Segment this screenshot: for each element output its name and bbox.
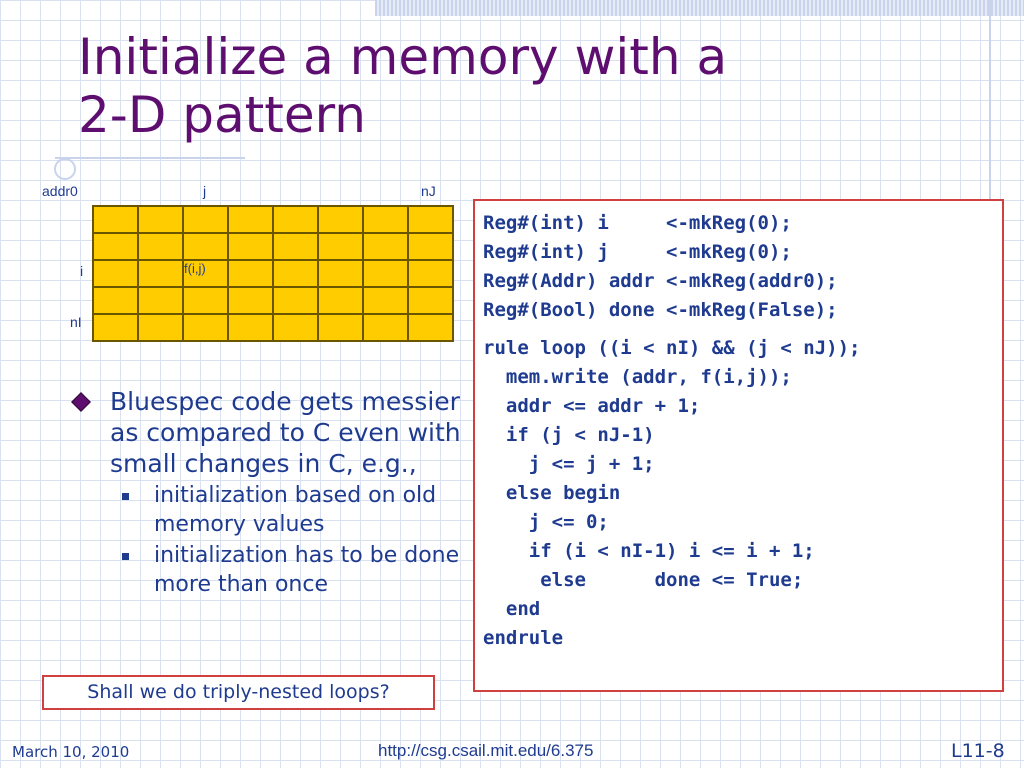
sub-bullet: initialization based on old memory value…: [70, 481, 470, 539]
bullet-main: Bluespec code gets messier as compared t…: [70, 386, 470, 479]
code-spacer: [483, 325, 1002, 334]
footer-date: March 10, 2010: [12, 743, 130, 761]
label-nJ: nJ: [421, 183, 436, 199]
diamond-bullet-icon: [71, 392, 91, 412]
code-line: Reg#(Bool) done <-mkReg(False);: [483, 299, 838, 321]
grid-cell: [227, 286, 274, 315]
memory-grid: f(i,j): [92, 205, 454, 342]
code-line: j <= j + 1;: [483, 453, 655, 475]
code-line: if (j < nJ-1): [483, 424, 655, 446]
grid-cell: [182, 205, 229, 234]
code-line: else done <= True;: [483, 569, 804, 591]
grid-row: f(i,j): [92, 259, 454, 288]
grid-cell: [407, 313, 454, 342]
grid-cell: [137, 205, 184, 234]
bullet-list: Bluespec code gets messier as compared t…: [70, 386, 470, 599]
code-line: Reg#(Addr) addr <-mkReg(addr0);: [483, 270, 838, 292]
code-line: addr <= addr + 1;: [483, 395, 701, 417]
sub-bullet-text: initialization has to be done more than …: [154, 543, 460, 597]
code-line: mem.write (addr, f(i,j));: [483, 366, 792, 388]
grid-cell: [182, 286, 229, 315]
grid-cell: [92, 313, 139, 342]
code-line: else begin: [483, 482, 621, 504]
code-block: Reg#(int) i <-mkReg(0); Reg#(int) j <-mkR…: [483, 209, 1002, 653]
grid-cell: [407, 232, 454, 261]
code-line: Reg#(int) j <-mkReg(0);: [483, 241, 792, 263]
grid-cell: [317, 286, 364, 315]
grid-row: [92, 286, 454, 315]
label-nI: nI: [70, 314, 82, 330]
grid-cell: [362, 259, 409, 288]
sub-bullet-text: initialization based on old memory value…: [154, 483, 437, 537]
grid-cell: [137, 313, 184, 342]
grid-cell: [362, 286, 409, 315]
grid-cell: [317, 232, 364, 261]
grid-cell: [182, 313, 229, 342]
code-line: Reg#(int) i <-mkReg(0);: [483, 212, 792, 234]
decorative-top-bar: [375, 0, 1024, 16]
grid-cell: [272, 313, 319, 342]
code-line: endrule: [483, 627, 564, 649]
grid-row: [92, 232, 454, 261]
bullet-main-text: Bluespec code gets messier as compared t…: [110, 387, 461, 478]
grid-cell: [317, 259, 364, 288]
grid-cell: [182, 232, 229, 261]
grid-cell: [137, 286, 184, 315]
grid-cell: [227, 259, 274, 288]
code-line: if (i < nI-1) i <= i + 1;: [483, 540, 815, 562]
grid-cell: [317, 205, 364, 234]
decorative-horizontal-line: [55, 157, 245, 159]
grid-cell: [317, 313, 364, 342]
grid-cell: [272, 286, 319, 315]
grid-cell: [227, 205, 274, 234]
code-line: rule loop ((i < nI) && (j < nJ));: [483, 337, 861, 359]
square-bullet-icon: [122, 553, 129, 560]
code-line: j <= 0;: [483, 511, 609, 533]
grid-cell: [362, 313, 409, 342]
grid-cell: [137, 232, 184, 261]
grid-row: [92, 313, 454, 342]
grid-cell: [407, 259, 454, 288]
code-line: end: [483, 598, 541, 620]
grid-row: [92, 205, 454, 234]
grid-cell: [407, 205, 454, 234]
label-j: j: [203, 183, 207, 199]
grid-cell: [362, 205, 409, 234]
grid-cell: [272, 205, 319, 234]
callout-box: Shall we do triply-nested loops?: [42, 675, 435, 710]
grid-cell: [92, 286, 139, 315]
grid-cell: [92, 205, 139, 234]
slide-title: Initialize a memory with a 2-D pattern: [78, 28, 727, 144]
label-i: i: [80, 263, 84, 279]
grid-cell: [227, 232, 274, 261]
grid-cell: [92, 259, 139, 288]
grid-cell: [272, 232, 319, 261]
sub-bullet: initialization has to be done more than …: [70, 541, 470, 599]
title-line-1: Initialize a memory with a: [78, 28, 728, 86]
grid-cell: [407, 286, 454, 315]
square-bullet-icon: [122, 493, 129, 500]
grid-cell-fij: f(i,j): [182, 259, 229, 288]
decorative-circle: [54, 158, 76, 180]
grid-cell: [227, 313, 274, 342]
grid-cell: [92, 232, 139, 261]
title-line-2: 2-D pattern: [78, 86, 366, 144]
grid-cell: [272, 259, 319, 288]
decorative-vertical-line: [989, 0, 991, 265]
footer-page-number: L11-8: [951, 740, 1005, 762]
grid-cell: [137, 259, 184, 288]
code-box: Reg#(int) i <-mkReg(0); Reg#(int) j <-mkR…: [473, 199, 1004, 692]
footer-url[interactable]: http://csg.csail.mit.edu/6.375: [378, 741, 594, 760]
grid-cell: [362, 232, 409, 261]
label-addr0: addr0: [42, 183, 78, 199]
